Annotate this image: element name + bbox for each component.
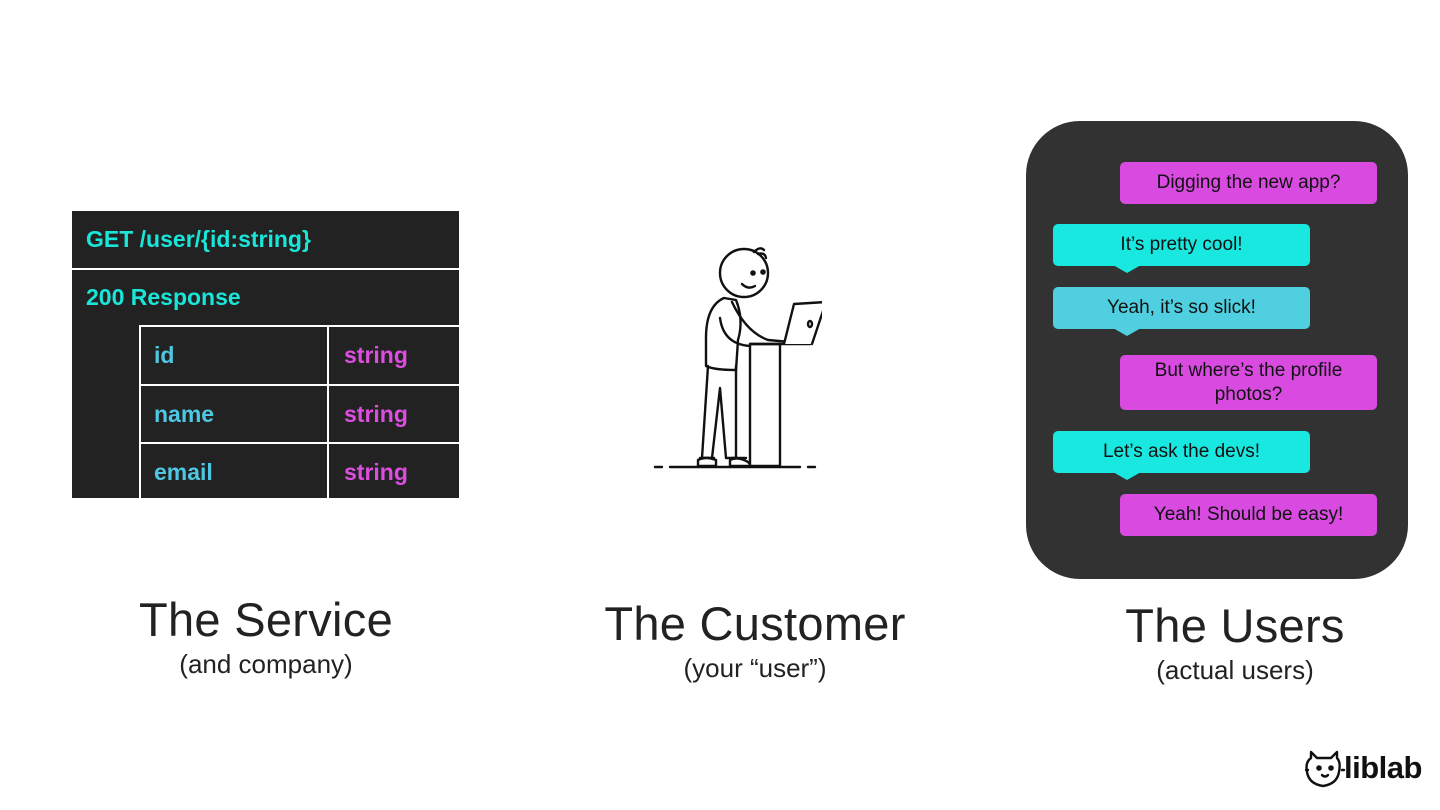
bubble-tail xyxy=(1113,472,1141,480)
caption-title: The Service xyxy=(138,593,394,646)
chat-bubble: But where’s the profile photos? xyxy=(1120,355,1377,410)
field-name: id xyxy=(141,327,329,384)
chat-message-text: Let’s ask the devs! xyxy=(1102,441,1261,462)
endpoint-label: GET /user/{id:string} xyxy=(86,225,311,252)
chat-phone: Digging the new app? It’s pretty cool! Y… xyxy=(1026,121,1408,579)
caption-subtitle: (and company) xyxy=(179,649,353,679)
caption-title: The Users xyxy=(1125,599,1345,652)
chat-bubble: Digging the new app? xyxy=(1120,162,1377,204)
person-at-laptop-icon xyxy=(653,247,822,469)
caption-title: The Customer xyxy=(604,597,906,650)
chat-message-text: Yeah, it’s so slick! xyxy=(1107,297,1256,318)
field-type: string xyxy=(344,458,408,485)
api-table: GET /user/{id:string} 200 Response id st… xyxy=(72,211,459,500)
field-row: name string xyxy=(141,384,459,442)
chat-bubble: Yeah! Should be easy! xyxy=(1120,494,1377,536)
caption-subtitle: (your “user”) xyxy=(683,653,827,683)
bubble-tail xyxy=(1113,328,1141,336)
caption-customer: The Customer (your “user”) xyxy=(560,596,950,684)
llama-icon xyxy=(1305,750,1346,788)
caption-subtitle: (actual users) xyxy=(1156,655,1314,685)
field-type: string xyxy=(344,342,408,368)
field-name: email xyxy=(141,444,329,500)
chat-message-text: Yeah! Should be easy! xyxy=(1153,504,1344,525)
chat-message-text: Digging the new app? xyxy=(1156,172,1341,193)
chat-bubble: Let’s ask the devs! xyxy=(1053,431,1310,480)
caption-users: The Users (actual users) xyxy=(1070,598,1400,686)
chat-message-text: It’s pretty cool! xyxy=(1120,234,1243,255)
field-type: string xyxy=(344,400,408,427)
field-name: name xyxy=(141,386,329,442)
chat-message-text: But where’s the profile photos? xyxy=(1154,359,1343,405)
caption-service: The Service (and company) xyxy=(90,592,442,680)
field-row: id string xyxy=(141,327,459,384)
response-fields: id string name string email string xyxy=(139,325,459,500)
chat-bubble: It’s pretty cool! xyxy=(1053,224,1310,273)
chat-bubble: Yeah, it’s so slick! xyxy=(1053,287,1310,336)
bubble-tail xyxy=(1113,265,1141,273)
logo-text: liblab xyxy=(1344,750,1422,785)
response-label: 200 Response xyxy=(72,268,459,324)
field-row: email string xyxy=(141,442,459,500)
